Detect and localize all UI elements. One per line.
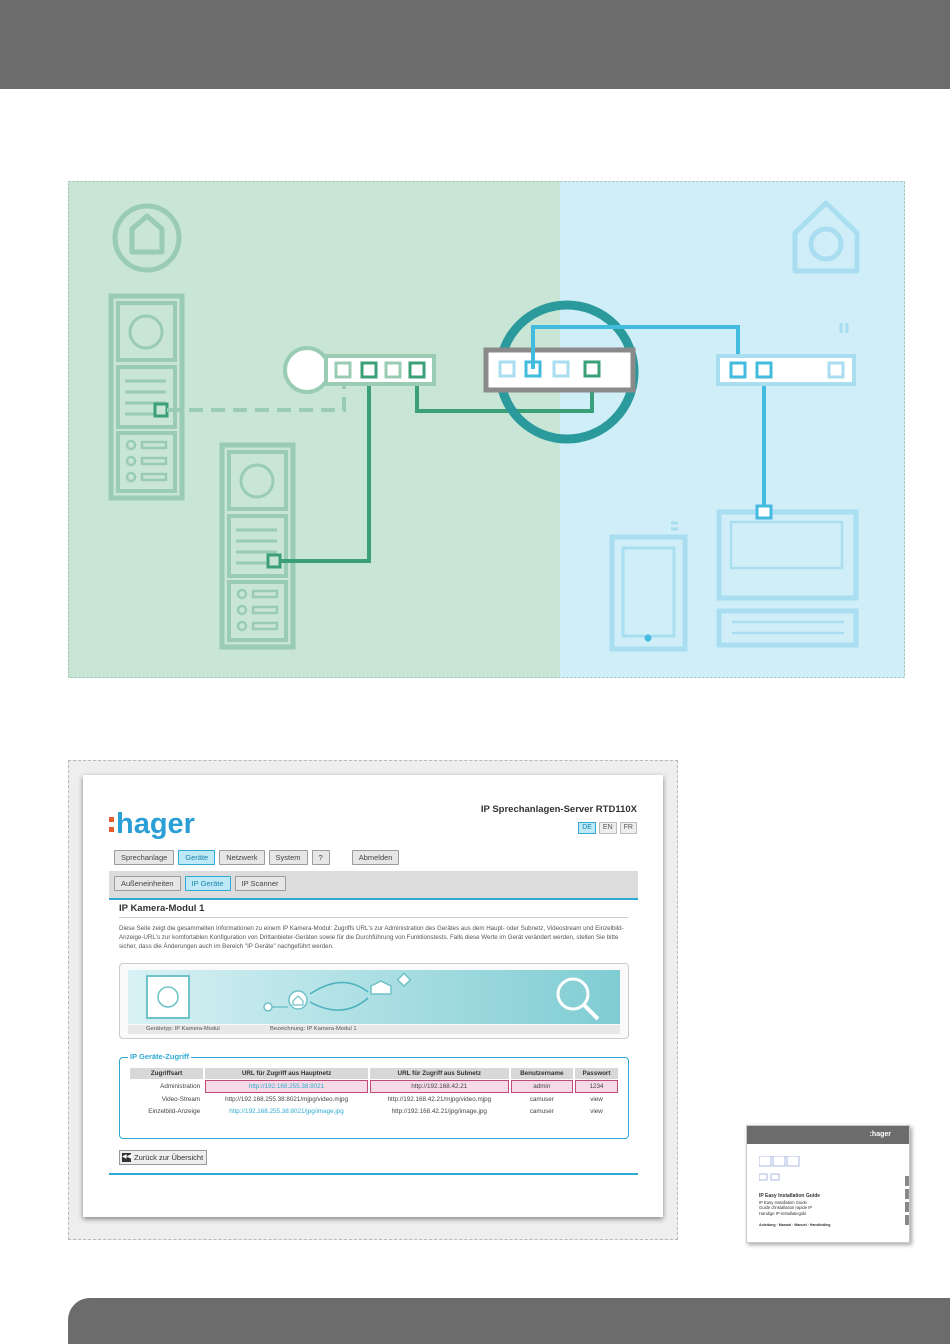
lang-en-button[interactable]: EN — [598, 822, 617, 834]
cell-username: camuser — [529, 1096, 554, 1103]
subtab-aussen[interactable]: Außeneinheiten — [114, 876, 181, 891]
rewind-icon: ◀◀ — [122, 1153, 132, 1162]
manual-title-line: Handige IP-installatiegids — [759, 1210, 807, 1216]
col-url-hauptnetz: URL für Zugriff aus Hauptnetz — [205, 1068, 368, 1079]
manual-titles: IP Easy Installation Guide IP Easy Insta… — [759, 1193, 821, 1216]
top-header-bar — [0, 0, 950, 89]
manual-logo: :hager — [869, 1131, 891, 1138]
router-modem-link-line — [531, 325, 740, 369]
bottom-footer-bar — [68, 1298, 950, 1344]
logout-button[interactable]: Abmelden — [351, 850, 400, 865]
router-icon — [483, 300, 639, 444]
web-ui-screenshot: hager IP Sprechanlagen-Server RTD110X DE… — [83, 775, 663, 1217]
logo-text: hager — [116, 808, 195, 840]
remote-home-icon — [792, 200, 860, 274]
station2-link-line — [280, 370, 371, 563]
subtab-ip-scanner[interactable]: IP Scanner — [234, 876, 286, 891]
door-station-2-icon — [219, 442, 296, 650]
manual-booklet-thumbnail: :hager IP Easy Installation Guide IP Eas… — [746, 1125, 910, 1243]
lang-de-button[interactable]: DE — [578, 822, 596, 834]
device-name: Bezeichnung: IP Kamera-Modul 1 — [270, 1026, 357, 1032]
manual-title-line: IP Easy Installation Guide — [759, 1193, 821, 1199]
door-station-1-icon — [108, 293, 185, 501]
subtab-ip-geraete[interactable]: IP Geräte — [184, 876, 231, 891]
tab-geraete[interactable]: Geräte — [178, 850, 216, 865]
sub-nav: Außeneinheiten IP Geräte IP Scanner — [114, 876, 286, 891]
camera-module-icon — [146, 975, 190, 1019]
device-type: Gerätetyp: IP Kamera-Modul — [146, 1026, 220, 1032]
cell-username: admin — [510, 1080, 573, 1093]
cell-main-url-link[interactable]: http://192.168.255.38:8021/jpg/image.jpg — [229, 1108, 344, 1115]
diagram-border — [68, 181, 905, 678]
device-illustration — [128, 970, 620, 1024]
hager-logo: hager — [109, 808, 195, 840]
modem-icon — [716, 323, 856, 386]
table-header-row: Zugriffsart URL für Zugriff aus Hauptnet… — [130, 1068, 618, 1079]
local-network-area — [68, 181, 560, 678]
computer-monitor-icon — [716, 504, 859, 648]
manual-header: :hager — [747, 1126, 909, 1144]
cell-main-url-link[interactable]: http://192.168.255.38:8021 — [205, 1080, 368, 1093]
cell-sub-url: http://192.168.42.21/mjpg/video.mjpg — [387, 1096, 492, 1103]
back-button-label: Zurück zur Übersicht — [134, 1153, 204, 1162]
manual-side-tabs — [905, 1176, 909, 1228]
network-diagram — [68, 181, 905, 678]
ip-access-box: IP Geräte-Zugriff Zugriffsart URL für Zu… — [119, 1052, 629, 1139]
language-switcher: DE EN FR — [578, 822, 637, 834]
home-icon — [112, 203, 182, 273]
tab-sprechanlage[interactable]: Sprechanlage — [114, 850, 175, 865]
cell-sub-url: http://192.168.42.21 — [370, 1080, 509, 1093]
tab-help[interactable]: ? — [311, 850, 330, 865]
page-title: IP Kamera-Modul 1 — [119, 903, 628, 918]
manual-illustration — [759, 1156, 800, 1181]
page-description: Diese Seite zeigt die gesammelten Inform… — [119, 925, 624, 950]
network-switch-icon — [283, 346, 436, 394]
back-to-overview-button[interactable]: ◀◀ Zurück zur Übersicht — [119, 1150, 208, 1165]
col-url-subnetz: URL für Zugriff aus Subnetz — [370, 1068, 509, 1079]
cell-password: view — [590, 1108, 603, 1115]
cell-password: view — [590, 1096, 603, 1103]
col-zugriffsart: Zugriffsart — [130, 1068, 204, 1079]
magnifier-icon — [556, 977, 590, 1011]
remote-home-small-icon — [370, 980, 392, 995]
manual-footer: Anleitung · Manual · Manuel · Handleidin… — [759, 1223, 831, 1227]
device-info-line: Gerätetyp: IP Kamera-Modul Bezeichnung: … — [128, 1025, 620, 1034]
home-small-icon — [288, 990, 308, 1010]
server-title: IP Sprechanlagen-Server RTD110X — [480, 804, 637, 815]
device-info-box: Gerätetyp: IP Kamera-Modul Bezeichnung: … — [119, 963, 629, 1039]
cell-sub-url: http://192.168.42.21/jpg/image.jpg — [391, 1108, 487, 1115]
table-row: Video-Stream http://192.168.255.38:8021/… — [130, 1094, 618, 1105]
page-footer-line — [109, 1173, 638, 1175]
cell-access-type: Video-Stream — [161, 1096, 201, 1103]
manual-title-line: Guide d'installation rapide IP — [759, 1205, 813, 1210]
lang-fr-button[interactable]: FR — [619, 822, 637, 834]
access-table: Zugriffsart URL für Zugriff aus Hauptnet… — [128, 1067, 620, 1118]
cell-main-url: http://192.168.255.38:8021/mjpg/video.mj… — [225, 1096, 348, 1103]
manual-title-line: IP Easy Installation Guide — [759, 1199, 807, 1205]
col-passwort: Passwort — [574, 1068, 618, 1079]
cell-access-type: Administration — [160, 1083, 201, 1090]
main-nav: Sprechanlage Geräte Netzwerk System ? Ab… — [114, 850, 400, 865]
table-row: Einzelbild-Anzeige http://192.168.255.38… — [130, 1106, 618, 1117]
smartphone-icon — [609, 521, 688, 652]
tab-system[interactable]: System — [268, 850, 308, 865]
cell-access-type: Einzelbild-Anzeige — [148, 1108, 201, 1115]
remote-network-area — [560, 181, 905, 678]
cell-password: 1234 — [574, 1080, 618, 1093]
tab-netzwerk[interactable]: Netzwerk — [219, 850, 265, 865]
col-benutzername: Benutzername — [510, 1068, 573, 1079]
cell-username: camuser — [529, 1108, 554, 1115]
table-row: Administration http://192.168.255.38:802… — [130, 1080, 618, 1093]
access-title: IP Geräte-Zugriff — [128, 1052, 192, 1061]
content-area: IP Kamera-Modul 1 Diese Seite zeigt die … — [119, 903, 628, 951]
